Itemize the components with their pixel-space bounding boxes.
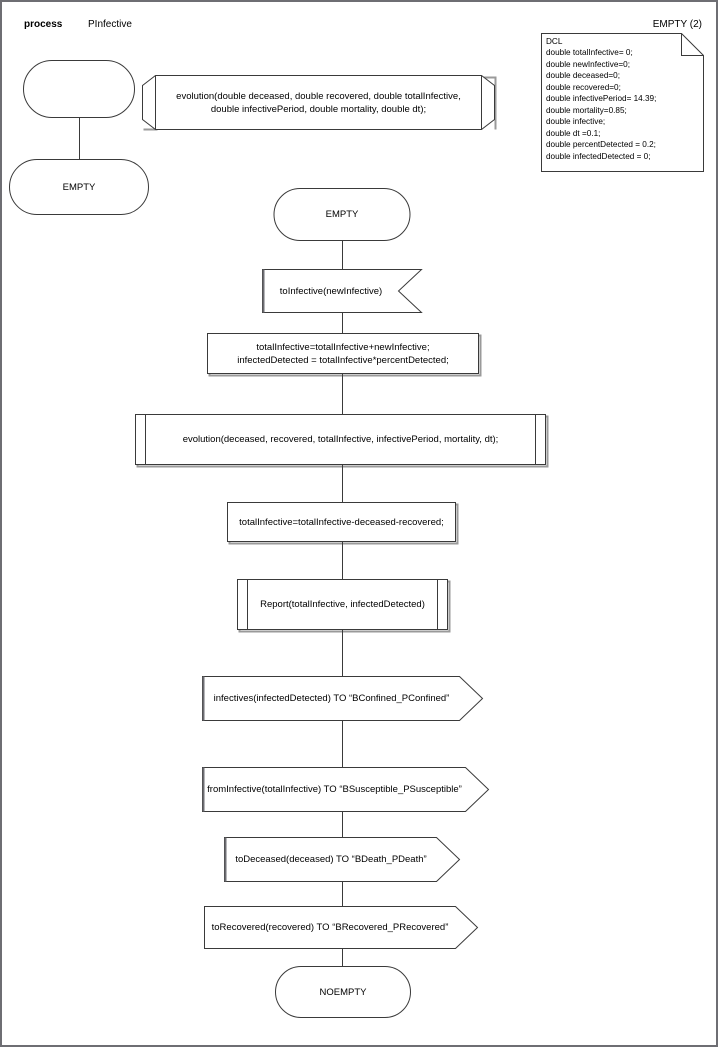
task-symbol-subtract[interactable]: totalInfective=totalInfective-deceased-r… bbox=[227, 502, 459, 545]
connector-start-to-empty bbox=[79, 118, 80, 159]
output-signal-symbol-todeceased[interactable]: toDeceased(deceased) TO “BDeath_PDeath” bbox=[224, 837, 461, 882]
state-counter-badge: EMPTY (2) bbox=[652, 19, 702, 30]
connector-6 bbox=[342, 630, 343, 676]
task-symbol-update-totals[interactable]: totalInfective=totalInfective+newInfecti… bbox=[207, 333, 482, 377]
connector-3 bbox=[342, 374, 343, 414]
connector-9 bbox=[342, 882, 343, 906]
diagram-keyword-process: process bbox=[24, 19, 63, 30]
input-signal-symbol-toinfective[interactable]: toInfective(newInfective) bbox=[262, 269, 423, 313]
declaration-note-text: DCL double totalInfective= 0; double new… bbox=[546, 37, 657, 161]
connector-7 bbox=[342, 721, 343, 767]
page-title: PInfective bbox=[88, 19, 132, 30]
connector-1 bbox=[342, 241, 343, 269]
procedure-call-symbol-report[interactable]: Report(totalInfective, infectedDetected) bbox=[237, 579, 451, 633]
procedure-call-symbol-evolution[interactable]: evolution(deceased, recovered, totalInfe… bbox=[135, 414, 549, 468]
output-signal-symbol-frominfective[interactable]: fromInfective(totalInfective) TO “BSusce… bbox=[202, 767, 490, 812]
output-signal-symbol-torecovered[interactable]: toRecovered(recovered) TO “BRecovered_PR… bbox=[204, 906, 479, 949]
note-folded-corner-icon bbox=[541, 33, 704, 172]
declaration-note[interactable]: DCL double totalInfective= 0; double new… bbox=[541, 33, 704, 172]
state-symbol-noempty[interactable]: NOEMPTY bbox=[275, 966, 411, 1018]
state-symbol-empty[interactable]: EMPTY bbox=[273, 188, 411, 241]
connector-4 bbox=[342, 465, 343, 502]
procedure-declaration-symbol[interactable]: evolution(double deceased, double recove… bbox=[142, 75, 497, 131]
connector-10 bbox=[342, 949, 343, 966]
output-signal-symbol-infectives[interactable]: infectives(infectedDetected) TO “BConfin… bbox=[202, 676, 484, 721]
connector-2 bbox=[342, 313, 343, 333]
start-symbol[interactable] bbox=[23, 60, 135, 118]
connector-5 bbox=[342, 542, 343, 579]
connector-8 bbox=[342, 812, 343, 837]
state-symbol-empty-initial[interactable]: EMPTY bbox=[9, 159, 149, 215]
